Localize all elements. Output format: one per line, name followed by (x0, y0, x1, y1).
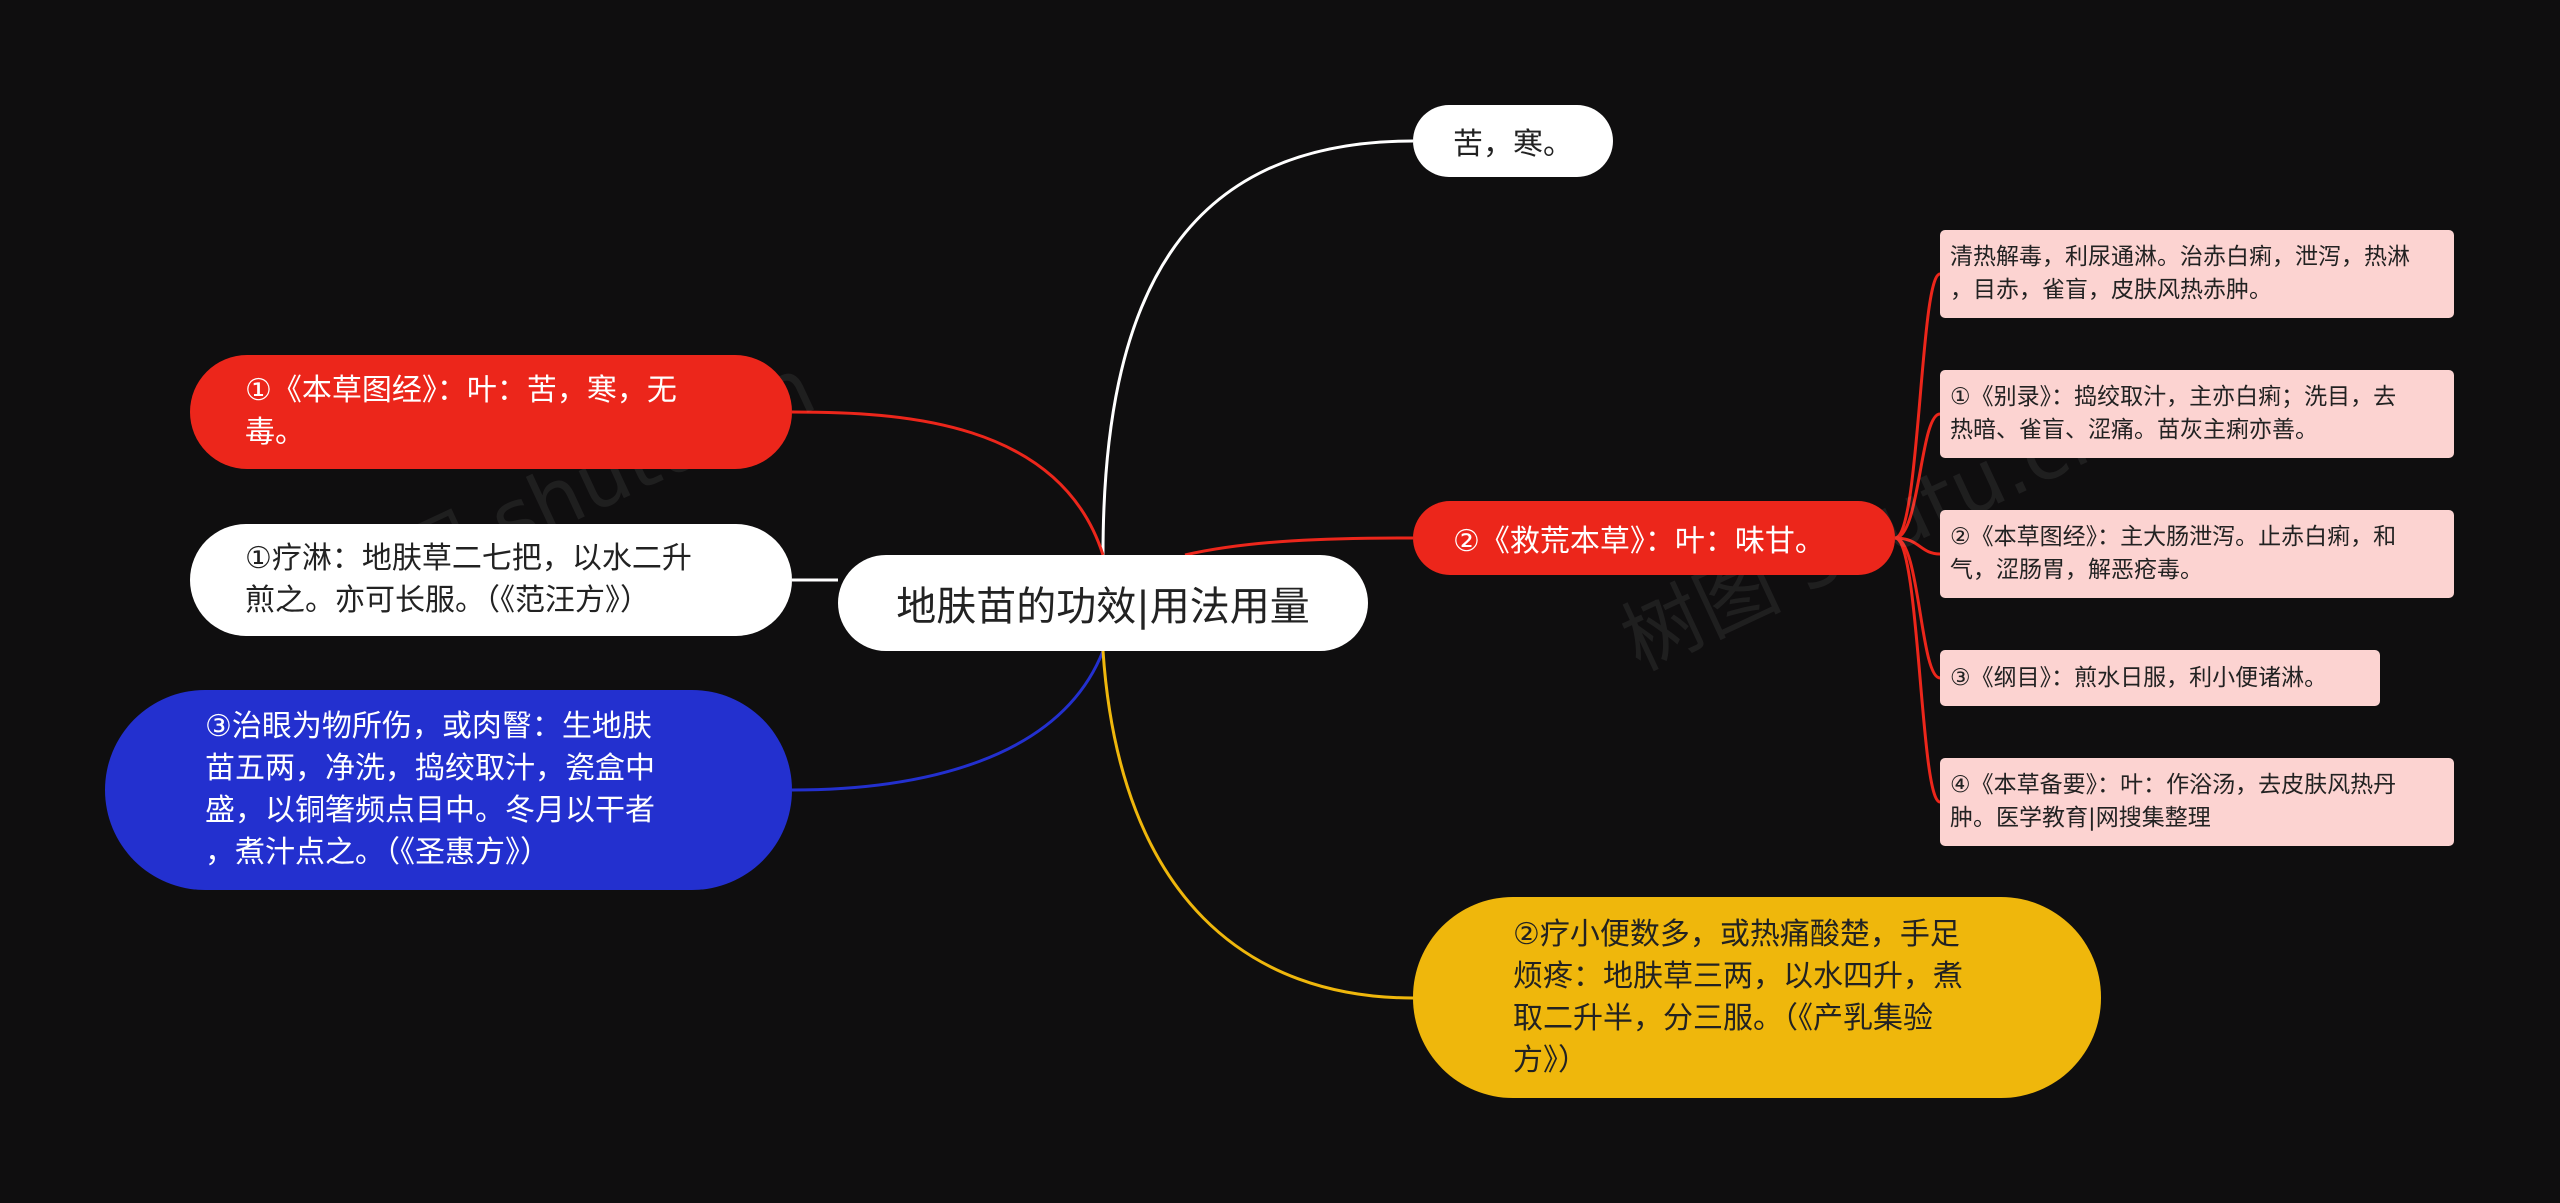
node-xiaobian-label: ②疗小便数多，或热痛酸楚，手足 烦疼：地肤草三两，以水四升，煮 取二升半，分三服… (1513, 916, 1963, 1078)
leaf-node-label: ①《别录》：捣绞取汁，主亦白痢；洗目，去 热暗、雀盲、涩痛。苗灰主痢亦善。 (1950, 384, 2397, 443)
link-kuhan (1101, 139, 1414, 556)
node-zhiyan[interactable]: ③治眼为物所伤，或肉瞖：生地肤 苗五两，净洗，捣绞取汁，瓷盒中 盛，以铜箸频点目… (105, 690, 792, 890)
node-kuhan[interactable]: 苦，寒。 (1413, 105, 1613, 177)
leaf-node[interactable]: ③《纲目》：煎水日服，利小便诸淋。 (1940, 650, 2380, 706)
node-kuhan-label: 苦，寒。 (1453, 127, 1573, 162)
leaf-node[interactable]: ②《本草图经》：主大肠泄泻。止赤白痢，和 气，涩肠胃，解恶疮毒。 (1940, 510, 2454, 598)
leaf-node-label: ④《本草备要》：叶：作浴汤，去皮肤风热丹 肿。医学教育|网搜集整理 (1950, 772, 2397, 831)
link-zhiyan (791, 650, 1105, 792)
node-liaolin[interactable]: ①疗淋：地肤草二七把，以水二升 煎之。亦可长服。（《范汪方》） (190, 524, 792, 636)
central-topic[interactable]: 地肤苗的功效|用法用量 (838, 555, 1368, 651)
node-xiaobian[interactable]: ②疗小便数多，或热痛酸楚，手足 烦疼：地肤草三两，以水四升，煮 取二升半，分三服… (1413, 897, 2101, 1098)
leaf-node[interactable]: 清热解毒，利尿通淋。治赤白痢，泄泻，热淋 ，目赤，雀盲，皮肤风热赤肿。 (1940, 230, 2454, 318)
node-zhiyan-label: ③治眼为物所伤，或肉瞖：生地肤 苗五两，净洗，捣绞取汁，瓷盒中 盛，以铜箸频点目… (205, 709, 655, 870)
link-bencao-tujing (791, 410, 1105, 556)
node-jiuhuang[interactable]: ②《救荒本草》：叶：味甘。 (1413, 501, 1895, 575)
node-bencao-tujing[interactable]: ①《本草图经》：叶：苦，寒，无 毒。 (190, 355, 792, 469)
leaf-node[interactable]: ①《别录》：捣绞取汁，主亦白痢；洗目，去 热暗、雀盲、涩痛。苗灰主痢亦善。 (1940, 370, 2454, 458)
node-jiuhuang-label: ②《救荒本草》：叶：味甘。 (1453, 524, 1825, 559)
node-liaolin-label: ①疗淋：地肤草二七把，以水二升 煎之。亦可长服。（《范汪方》） (245, 541, 692, 618)
leaf-node[interactable]: ④《本草备要》：叶：作浴汤，去皮肤风热丹 肿。医学教育|网搜集整理 (1940, 758, 2454, 846)
link-xiaobian (1101, 650, 1414, 1000)
central-topic-label: 地肤苗的功效|用法用量 (896, 584, 1310, 630)
node-bencao-tujing-label: ①《本草图经》：叶：苦，寒，无 毒。 (245, 373, 677, 450)
leaf-node-label: ③《纲目》：煎水日服，利小便诸淋。 (1950, 664, 2328, 691)
leaf-node-label: ②《本草图经》：主大肠泄泻。止赤白痢，和 气，涩肠胃，解恶疮毒。 (1950, 524, 2397, 583)
leaf-links (1894, 272, 1941, 804)
leaf-node-label: 清热解毒，利尿通淋。治赤白痢，泄泻，热淋 ，目赤，雀盲，皮肤风热赤肿。 (1950, 244, 2410, 303)
link-jiuhuang (1184, 536, 1414, 557)
